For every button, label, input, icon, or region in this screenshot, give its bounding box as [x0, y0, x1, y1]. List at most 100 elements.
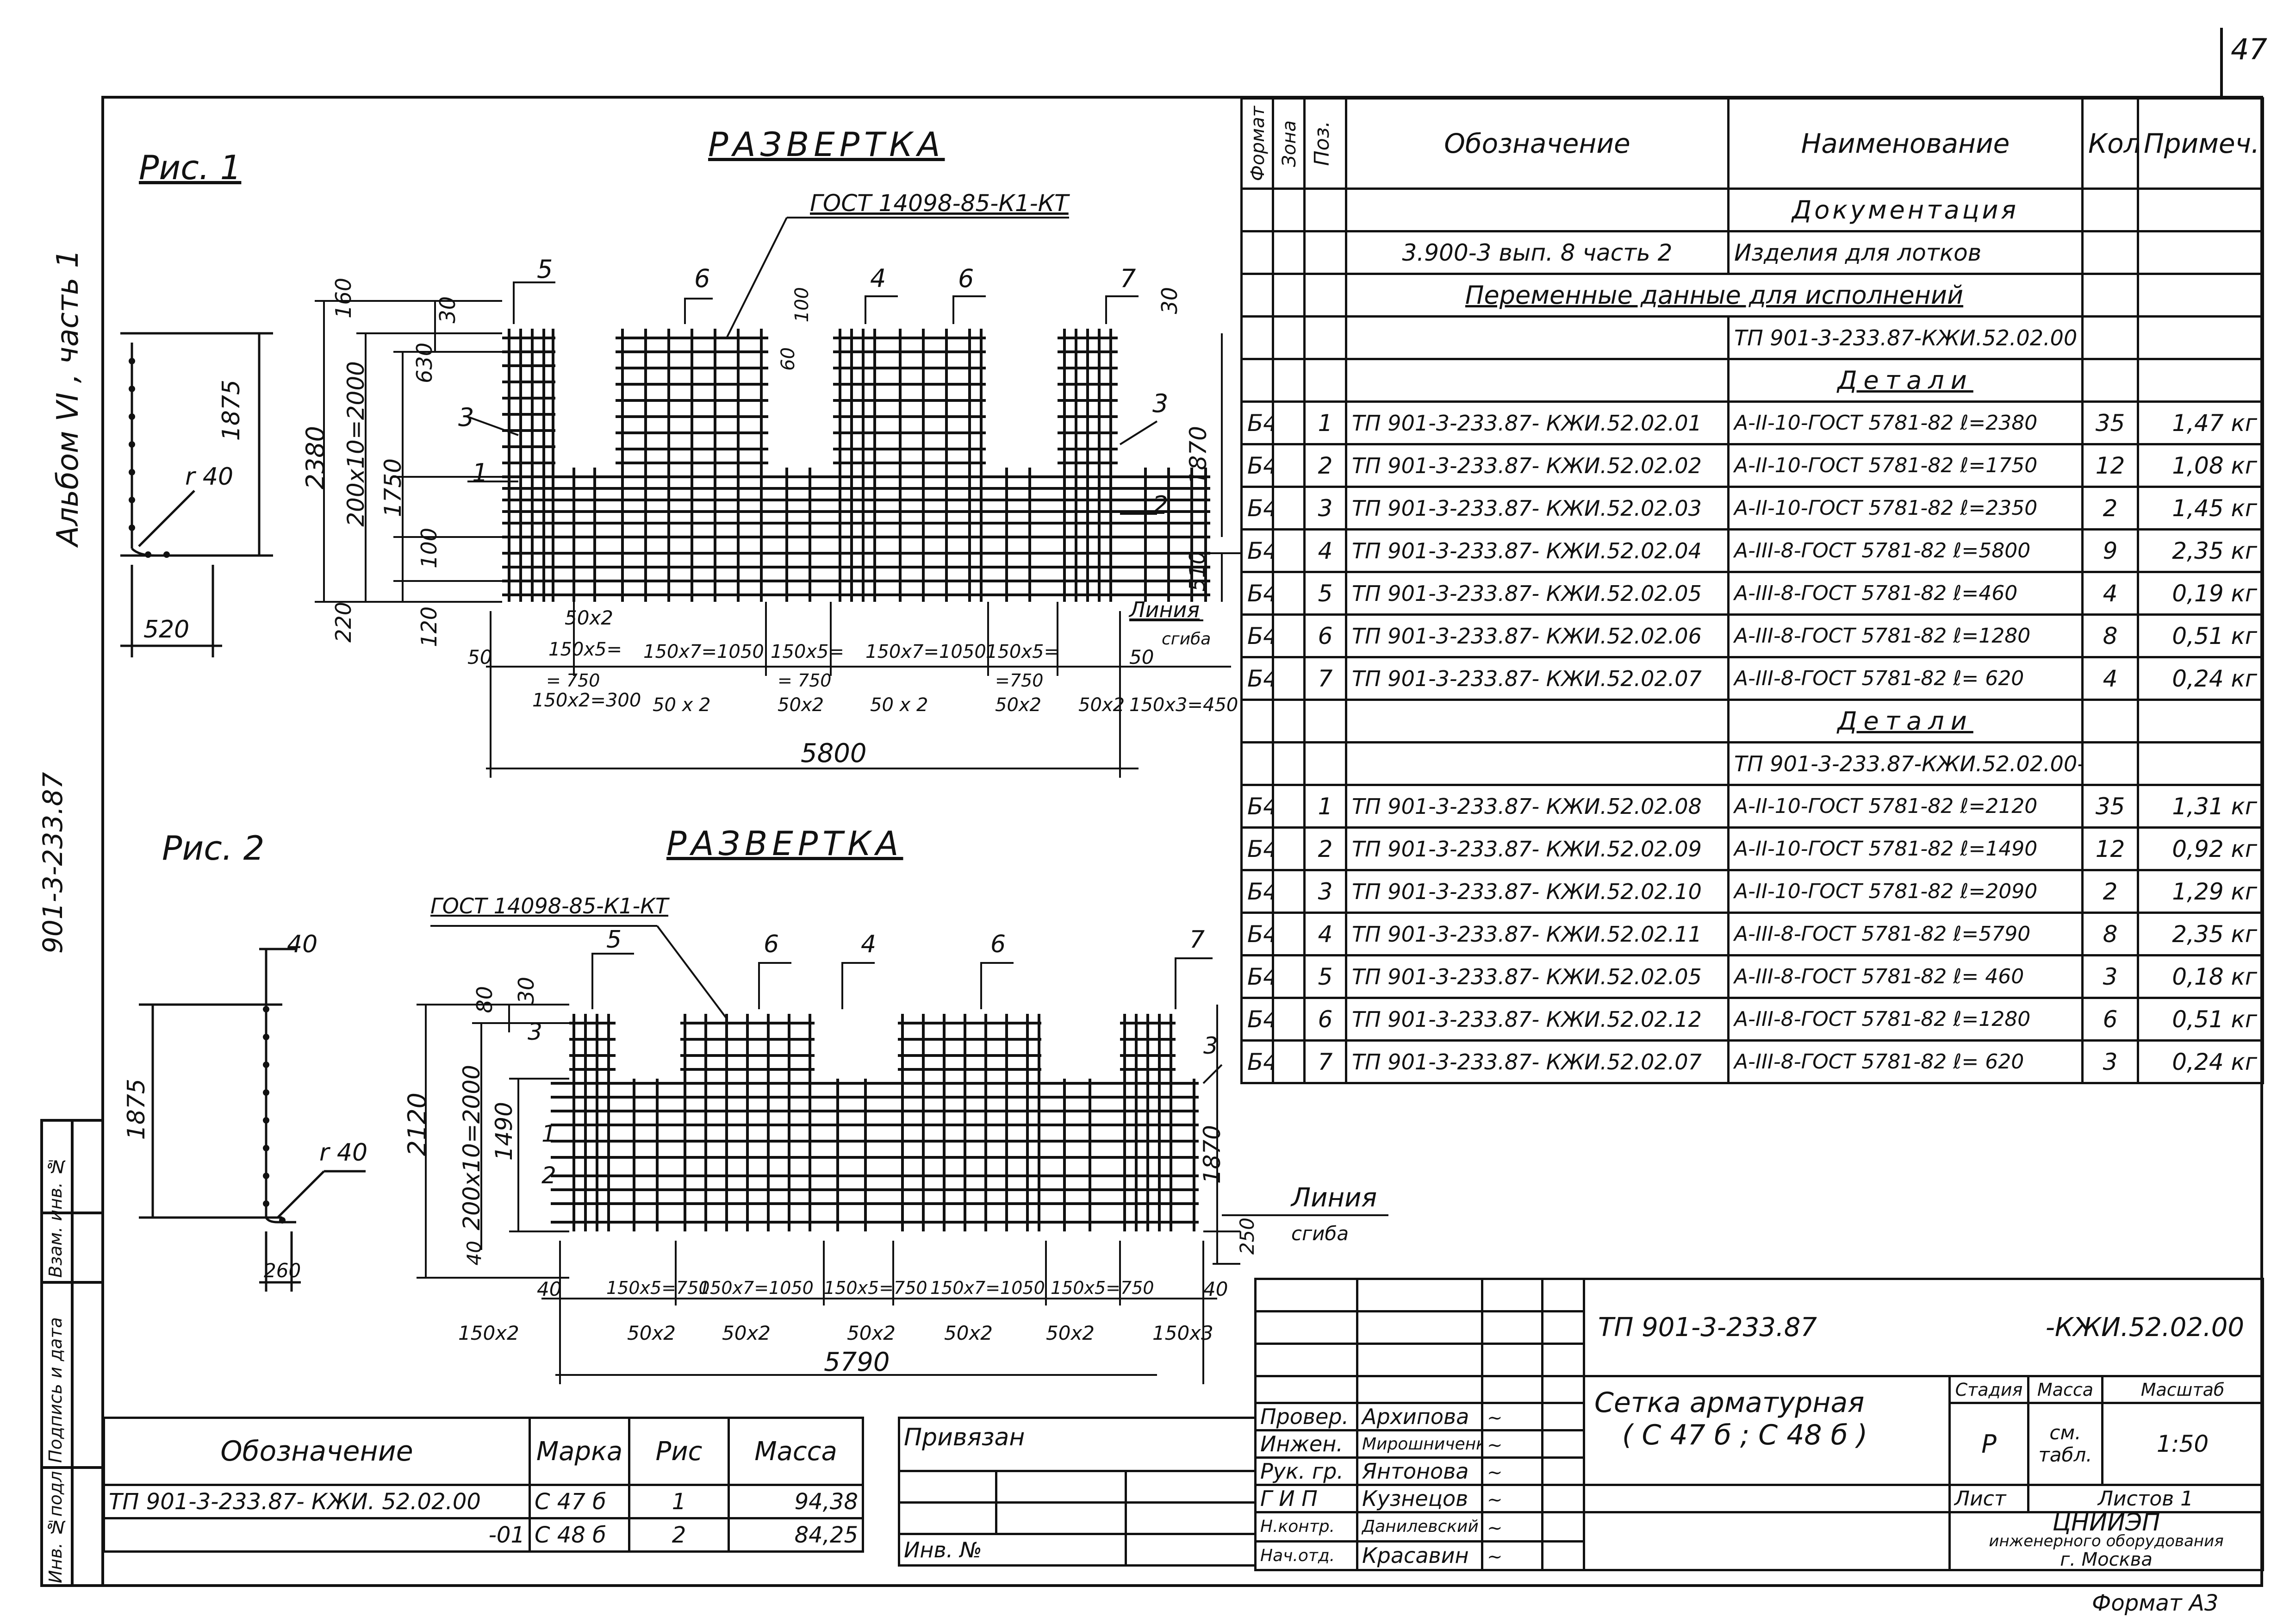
spec-cell-name: ТП 901-3-233.87-КЖИ.52.02.00	[1727, 315, 2084, 360]
page-number: 47	[2231, 32, 2267, 66]
spec-row: ТП 901-3-233.87-КЖИ.52.02.00-01	[1240, 741, 2264, 786]
fig2-bdim-150x5b: 150x5=750	[824, 1278, 927, 1298]
tb-sig-sign: ~	[1481, 1484, 1543, 1513]
fig1-bdim-150x7a: 150x7=1050	[643, 641, 764, 662]
spec-cell-designation	[1345, 699, 1730, 743]
spec-cell-qty	[2081, 741, 2139, 786]
spec-cell-qty	[2081, 315, 2139, 360]
spec-cell-zone	[1272, 486, 1306, 531]
spec-cell-pos	[1303, 187, 1347, 232]
spec-cell-pos: 2	[1303, 443, 1347, 488]
spec-row: Б47ТП 901-3-233.87- КЖИ.52.02.07А-III-8-…	[1240, 1039, 2264, 1084]
spec-cell-format: Б4	[1240, 571, 1274, 616]
spec-row: Б47ТП 901-3-233.87- КЖИ.52.02.07А-III-8-…	[1240, 656, 2264, 701]
spec-cell-qty: 3	[2081, 954, 2139, 999]
tb-sig-name-4: Кузнецов	[1356, 1484, 1483, 1513]
spec-cell-designation: ТП 901-3-233.87- КЖИ.52.02.12	[1345, 997, 1730, 1042]
fig2-total-5790: 5790	[824, 1347, 890, 1377]
fig1-bdim-50x2e: 50x2	[995, 694, 1042, 716]
fig1-fold-line: Линия	[1129, 597, 1200, 622]
fig2-dim-250: 250	[1236, 1218, 1258, 1255]
spec-cell-zone	[1272, 826, 1306, 871]
spec-cell-designation	[1345, 187, 1730, 232]
tb-sig-sign: ~	[1481, 1456, 1543, 1486]
tb-organization: ЦНИИЭП инженерного оборудования г. Москв…	[1948, 1511, 2265, 1571]
spec-cell-zone	[1272, 741, 1306, 786]
spec-cell-name: А-II-10-ГОСТ 5781-82 ℓ=2120	[1727, 784, 2084, 829]
spec-table: Формат Зона Поз. Обозначение Наименовани…	[1240, 97, 2264, 1084]
tb-cell	[1541, 1375, 1585, 1404]
fig2-pos-3b: 3	[1203, 1032, 1218, 1059]
spec-cell-zone	[1272, 315, 1306, 360]
fig2-side-width: 260	[264, 1259, 301, 1282]
spec-cell-designation: 3.900-3 вып. 8 часть 2	[1345, 230, 1730, 275]
fig2-fold-line: Линия	[1291, 1183, 1377, 1213]
spec-cell-qty	[2081, 230, 2139, 275]
spec-row: Б41ТП 901-3-233.87- КЖИ.52.02.08А-II-10-…	[1240, 784, 2264, 829]
spec-cell-pos: 6	[1303, 997, 1347, 1042]
fig1-bdim-150x3: 150x3=450	[1129, 694, 1238, 716]
spec-cell-qty: 4	[2081, 656, 2139, 701]
fig1-title: РАЗВЕРТКА	[708, 125, 945, 164]
fig2-dimensions	[417, 925, 1388, 1384]
spec-cell-designation: ТП 901-3-233.87- КЖИ.52.02.02	[1345, 443, 1730, 488]
spec-cell-zone	[1272, 869, 1306, 914]
tb-cell	[1254, 1343, 1358, 1377]
spec-row: Б46ТП 901-3-233.87- КЖИ.52.02.06А-III-8-…	[1240, 613, 2264, 658]
spec-cell-zone	[1272, 784, 1306, 829]
spec-row: Б44ТП 901-3-233.87- КЖИ.52.02.11А-III-8-…	[1240, 912, 2264, 956]
tb-cell	[1481, 1343, 1543, 1377]
spec-header-note: Примеч.	[2137, 97, 2264, 190]
tb-sig-date	[1541, 1402, 1585, 1431]
tb-sheet: Лист	[1948, 1484, 2029, 1513]
spec-cell-pos: 4	[1303, 912, 1347, 956]
tb-mass-line2: табл.	[2038, 1443, 2092, 1466]
fig2-bdim-150x2: 150x2	[458, 1322, 519, 1344]
fig2-dim-1490: 1490	[491, 1102, 517, 1161]
spec-cell-zone	[1272, 656, 1306, 701]
spec-cell-zone	[1272, 1039, 1306, 1084]
tb-sig-role-4: Г И П	[1254, 1484, 1358, 1513]
spec-cell-qty: 35	[2081, 784, 2139, 829]
fig1-dimensions	[315, 217, 1240, 778]
spec-cell-note: 2,35 кг	[2137, 528, 2264, 573]
spec-row: Б46ТП 901-3-233.87- КЖИ.52.02.12А-III-8-…	[1240, 997, 2264, 1042]
fig2-bdim-150x5a: 150x5=750	[606, 1278, 710, 1298]
tb-cell	[1356, 1343, 1483, 1377]
spec-cell-note: 1,45 кг	[2137, 486, 2264, 531]
fig1-profile-dots	[129, 358, 170, 558]
fig2-profile-dots	[263, 1006, 286, 1224]
spec-row: Документация	[1240, 187, 2264, 232]
fig2-bdim-50x2d: 50x2	[944, 1322, 993, 1344]
tb-sig-date	[1541, 1540, 1585, 1571]
spec-cell-designation	[1345, 315, 1730, 360]
fig2-dim-30: 30	[514, 977, 539, 1004]
fig1-pos-3a: 3	[458, 403, 474, 432]
fig1-dim-630: 630	[412, 343, 437, 383]
fig2-dim-2000: 200x10=2000	[458, 1065, 485, 1230]
spec-cell-qty	[2081, 699, 2139, 743]
spec-cell-name: А-II-10-ГОСТ 5781-82 ℓ=2380	[1727, 400, 2084, 445]
mark-row2-mass: 84,25	[728, 1517, 864, 1553]
spec-row: Б42ТП 901-3-233.87- КЖИ.52.02.02А-II-10-…	[1240, 443, 2264, 488]
spec-cell-designation	[1345, 358, 1730, 403]
fig2-pos-6a: 6	[764, 931, 779, 958]
spec-cell-zone	[1272, 230, 1306, 275]
tb-sig-role-3: Рук. гр.	[1254, 1456, 1358, 1486]
fig2-dim-2120: 2120	[403, 1093, 432, 1156]
fig1-bdim-150x5a: 150x5=	[548, 639, 622, 660]
spec-cell-pos	[1303, 230, 1347, 275]
spec-cell-qty: 8	[2081, 912, 2139, 956]
tb-org-line3: г. Москва	[2060, 1549, 2153, 1570]
spec-cell-zone	[1272, 699, 1306, 743]
fig1-bdim-50l: 50	[467, 646, 492, 668]
tb-sig-role-2: Инжен.	[1254, 1429, 1358, 1459]
spec-cell-note: 0,92 кг	[2137, 826, 2264, 871]
tb-cell	[1254, 1375, 1358, 1404]
tb-cell	[1541, 1278, 1585, 1312]
spec-cell-designation: ТП 901-3-233.87- КЖИ.52.02.07	[1345, 1039, 1730, 1084]
spec-cell-note	[2137, 230, 2264, 275]
mark-table-row: ТП 901-3-233.87- КЖИ. 52.02.00 С 47 б 1 …	[103, 1484, 864, 1519]
fig1-dim-220: 220	[331, 602, 356, 643]
spec-cell-qty	[2081, 358, 2139, 403]
